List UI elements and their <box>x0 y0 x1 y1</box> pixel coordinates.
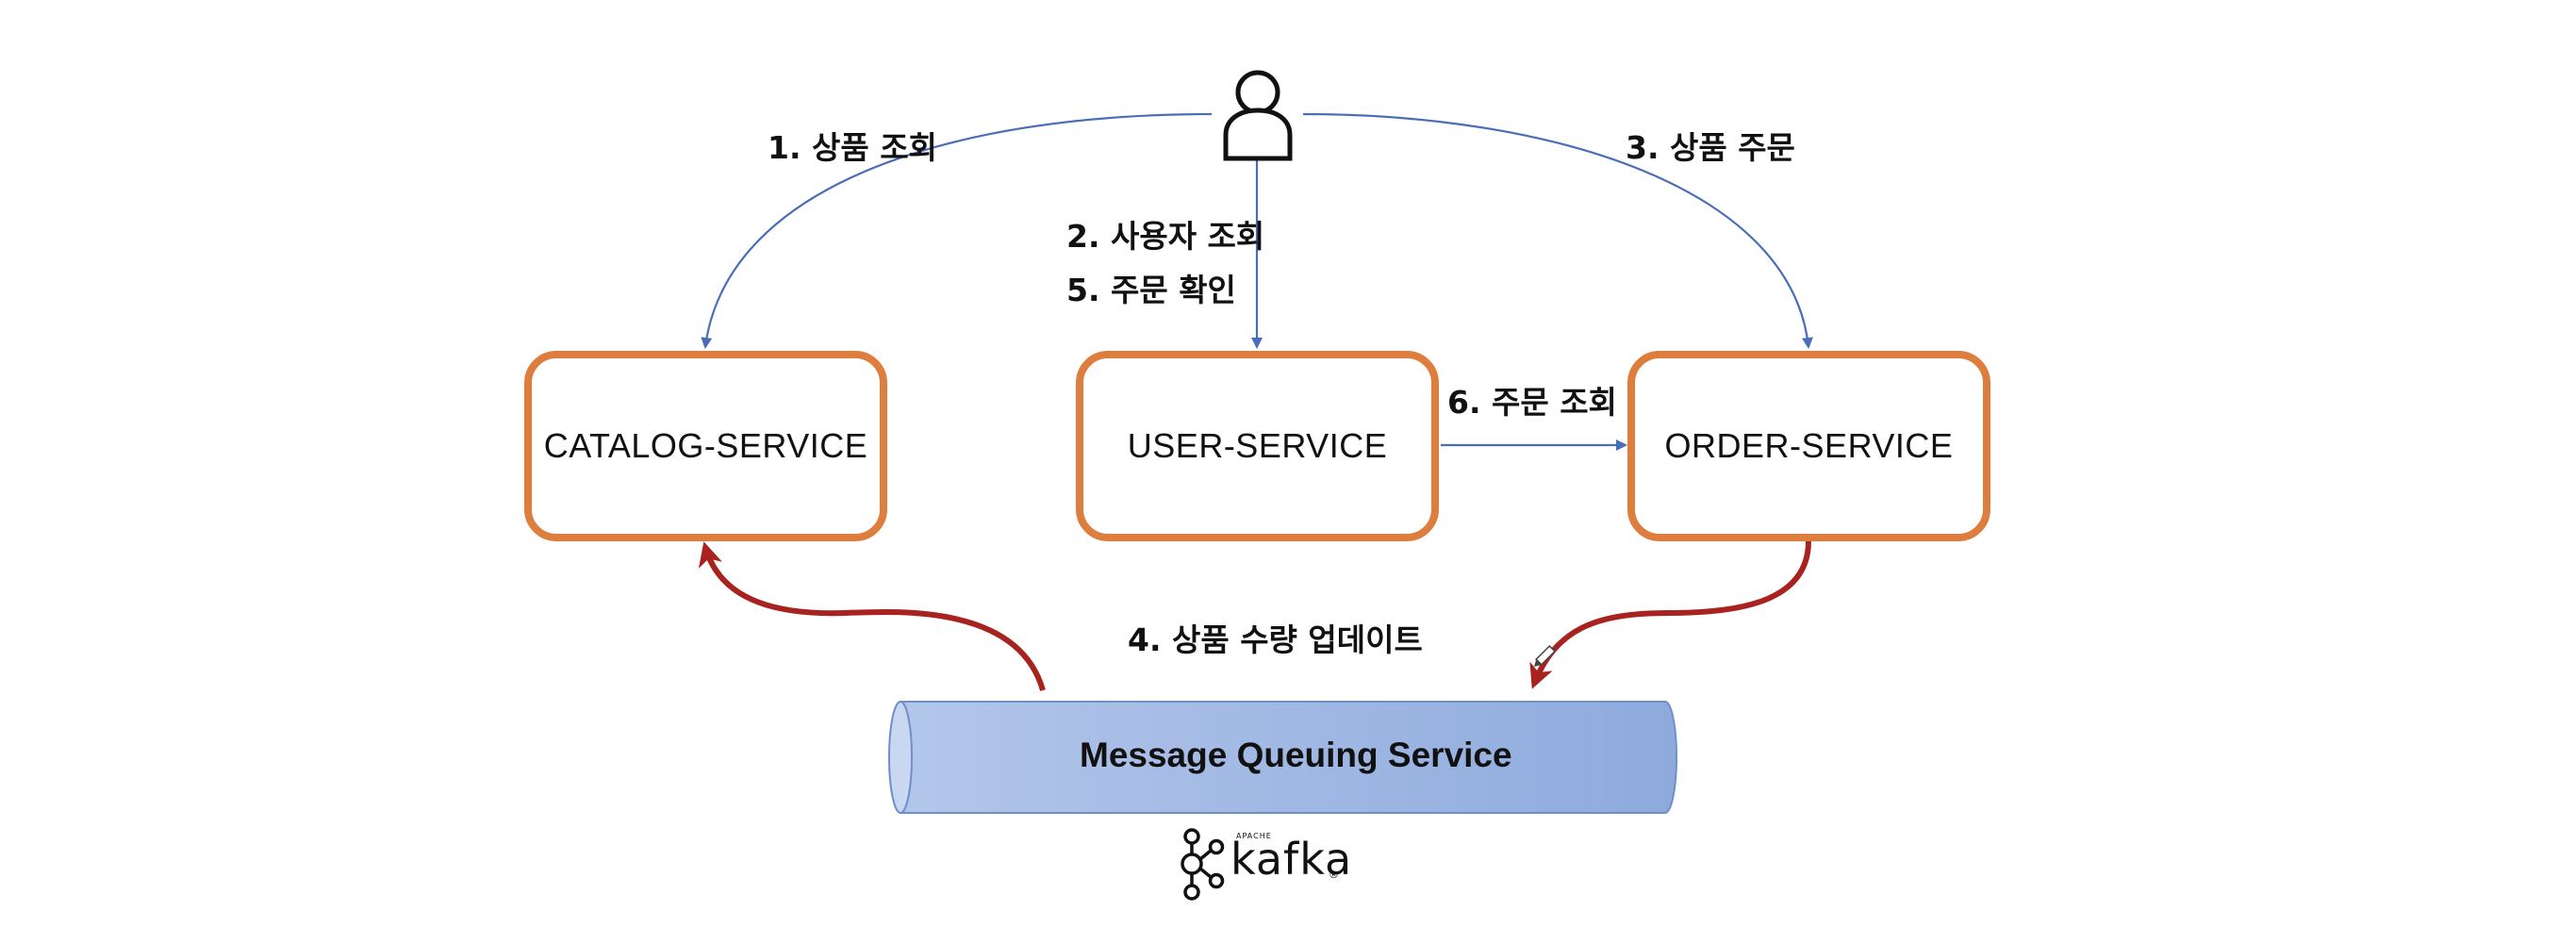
message-queue-label: Message Queuing Service <box>1080 736 1512 774</box>
order-service-label: ORDER-SERVICE <box>1664 426 1954 465</box>
kafka-wordmark: kafka <box>1230 834 1353 885</box>
catalog-service-box: CATALOG-SERVICE <box>524 351 887 541</box>
kafka-registered-mark: ® <box>1329 869 1339 881</box>
step-1-label: 1. 상품 조회 <box>768 129 937 166</box>
arrow-user-to-catalog <box>701 112 1213 349</box>
arrow-user-to-order <box>1302 112 1813 349</box>
step-2-label: 2. 사용자 조회 <box>1066 218 1265 255</box>
arrow-order-to-queue <box>1529 540 1811 689</box>
user-service-box: USER-SERVICE <box>1076 351 1439 541</box>
step-4-label: 4. 상품 수량 업데이트 <box>1128 621 1423 658</box>
pencil-cursor-icon <box>1534 644 1557 667</box>
message-queue-cylinder <box>888 701 1677 814</box>
user-icon <box>1223 70 1293 161</box>
kafka-apache-tag: APACHE <box>1236 832 1272 840</box>
step-3-label: 3. 상품 주문 <box>1626 129 1795 166</box>
catalog-service-label: CATALOG-SERVICE <box>543 426 868 465</box>
arrow-queue-to-catalog <box>698 541 1046 691</box>
step-5-label: 5. 주문 확인 <box>1066 272 1236 308</box>
user-service-label: USER-SERVICE <box>1127 426 1388 465</box>
kafka-logo-icon <box>1181 828 1225 901</box>
order-service-box: ORDER-SERVICE <box>1627 351 1990 541</box>
step-6-label: 6. 주문 조회 <box>1447 384 1617 421</box>
